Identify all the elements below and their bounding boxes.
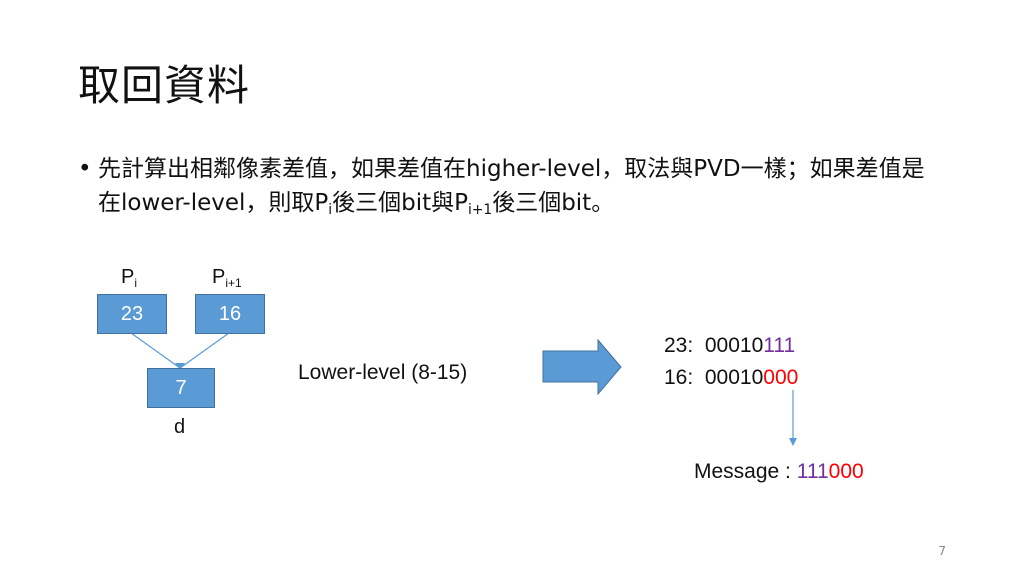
message-bits-000: 000	[828, 460, 864, 483]
label-d: d	[174, 416, 186, 438]
bits-111: 111	[763, 334, 796, 357]
message-line: Message : 111000	[694, 460, 864, 483]
slide-title: 取回資料	[78, 61, 251, 110]
binary-line-23: 23: 00010111	[664, 334, 796, 357]
label-pi1: Pi+1	[212, 266, 242, 290]
connector-pi1-to-d	[179, 332, 230, 369]
connector-pi-to-d	[130, 332, 181, 369]
bullet-text-part1: 先計算出相鄰像素差值，如果差值在higher-level，取法與PVD一樣；如果…	[98, 156, 925, 216]
bullet-text: 先計算出相鄰像素差值，如果差值在higher-level，取法與PVD一樣；如果…	[98, 152, 938, 227]
bullet-text-part2: 後三個bit與P	[332, 190, 469, 216]
binary-line-16: 16: 00010000	[664, 366, 799, 389]
bits-000: 000	[763, 366, 799, 389]
message-bits-111: 111	[796, 460, 829, 483]
bullet-sub-i1: i+1	[468, 202, 493, 218]
box-d-value: 7	[147, 368, 215, 408]
connector-arrowhead	[175, 363, 185, 370]
bullet-text-part3: 後三個bit。	[492, 190, 615, 216]
bullet-item: • 先計算出相鄰像素差值，如果差值在higher-level，取法與PVD一樣；…	[78, 152, 938, 227]
level-text: Lower-level (8-15)	[298, 361, 468, 384]
page-number: 7	[938, 544, 946, 558]
bullet-sub-i: i	[328, 202, 333, 218]
bullet-symbol: •	[78, 156, 92, 182]
right-arrow-shape	[542, 338, 622, 396]
label-pi: Pi	[121, 266, 138, 290]
message-arrowhead	[789, 438, 797, 446]
box-pi-value: 23	[97, 294, 167, 334]
box-pi1-value: 16	[195, 294, 265, 334]
